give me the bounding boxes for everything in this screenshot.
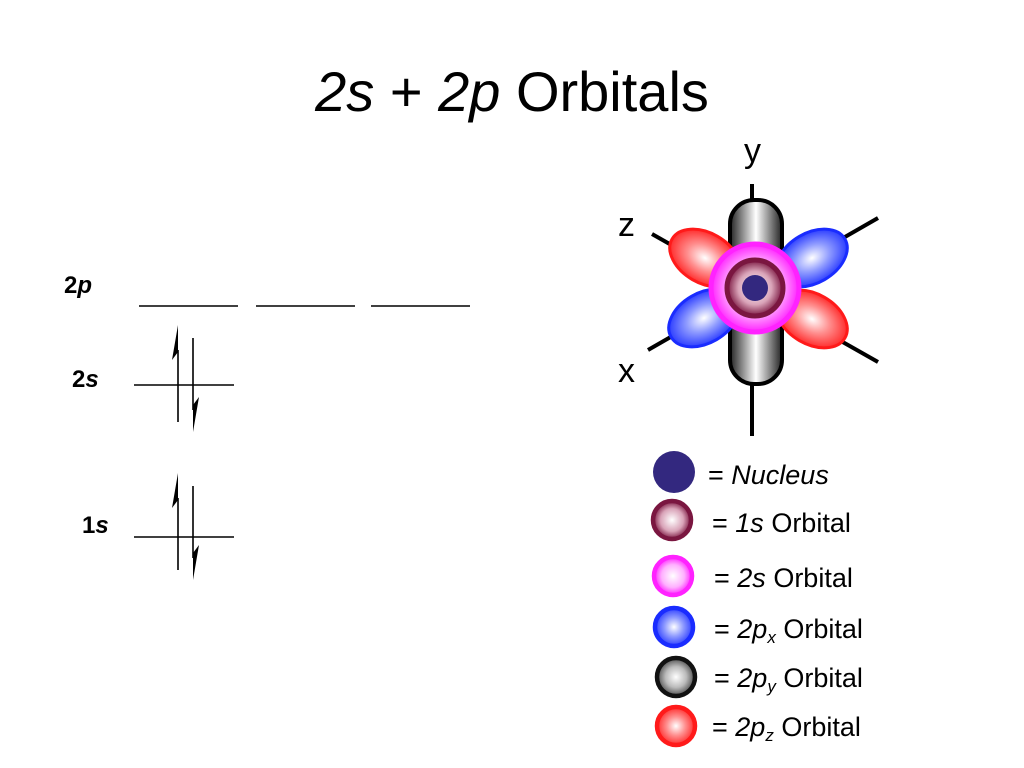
- axis-label-y: y: [744, 132, 761, 170]
- title-2s: 2s: [315, 60, 375, 123]
- spin-down-head: [193, 397, 199, 432]
- level-1s-orbital: [134, 473, 234, 580]
- legend-2pz-swatch: [654, 704, 698, 748]
- title-orbitals: Orbitals: [500, 60, 709, 123]
- legend-2px-swatch: [652, 605, 696, 649]
- page-title: 2s + 2p Orbitals: [0, 64, 1024, 120]
- legend-2pz-label: = 2pz Orbital: [712, 712, 861, 745]
- level-label-2p: 2p: [64, 272, 93, 299]
- legend-2s-swatch: [651, 554, 695, 598]
- legend-1s-swatch: [650, 498, 694, 542]
- axis-label-z: z: [618, 206, 635, 244]
- legend-nucleus-swatch: [653, 451, 695, 493]
- spin-up-head: [172, 473, 178, 508]
- legend-2s-label: = 2s Orbital: [714, 563, 853, 593]
- axis-label-x: x: [618, 352, 635, 390]
- spin-up-head: [172, 325, 178, 360]
- legend-2py-label: = 2py Orbital: [714, 663, 863, 696]
- legend-2py-swatch: [654, 655, 698, 699]
- legend-2px-label: = 2px Orbital: [714, 614, 863, 647]
- legend-1s-label: = 1s Orbital: [712, 508, 851, 538]
- level-label-2s: 2s: [72, 366, 99, 393]
- orbital-model: [647, 184, 879, 436]
- level-label-1s: 1s: [82, 512, 109, 539]
- spin-down-head: [193, 545, 199, 580]
- title-2p: 2p: [438, 60, 501, 123]
- nucleus: [742, 275, 768, 301]
- level-2s-orbital: [134, 325, 234, 432]
- title-plus: +: [374, 60, 439, 123]
- legend-nucleus-label: = Nucleus: [708, 460, 829, 490]
- legend-symbols: [650, 451, 698, 748]
